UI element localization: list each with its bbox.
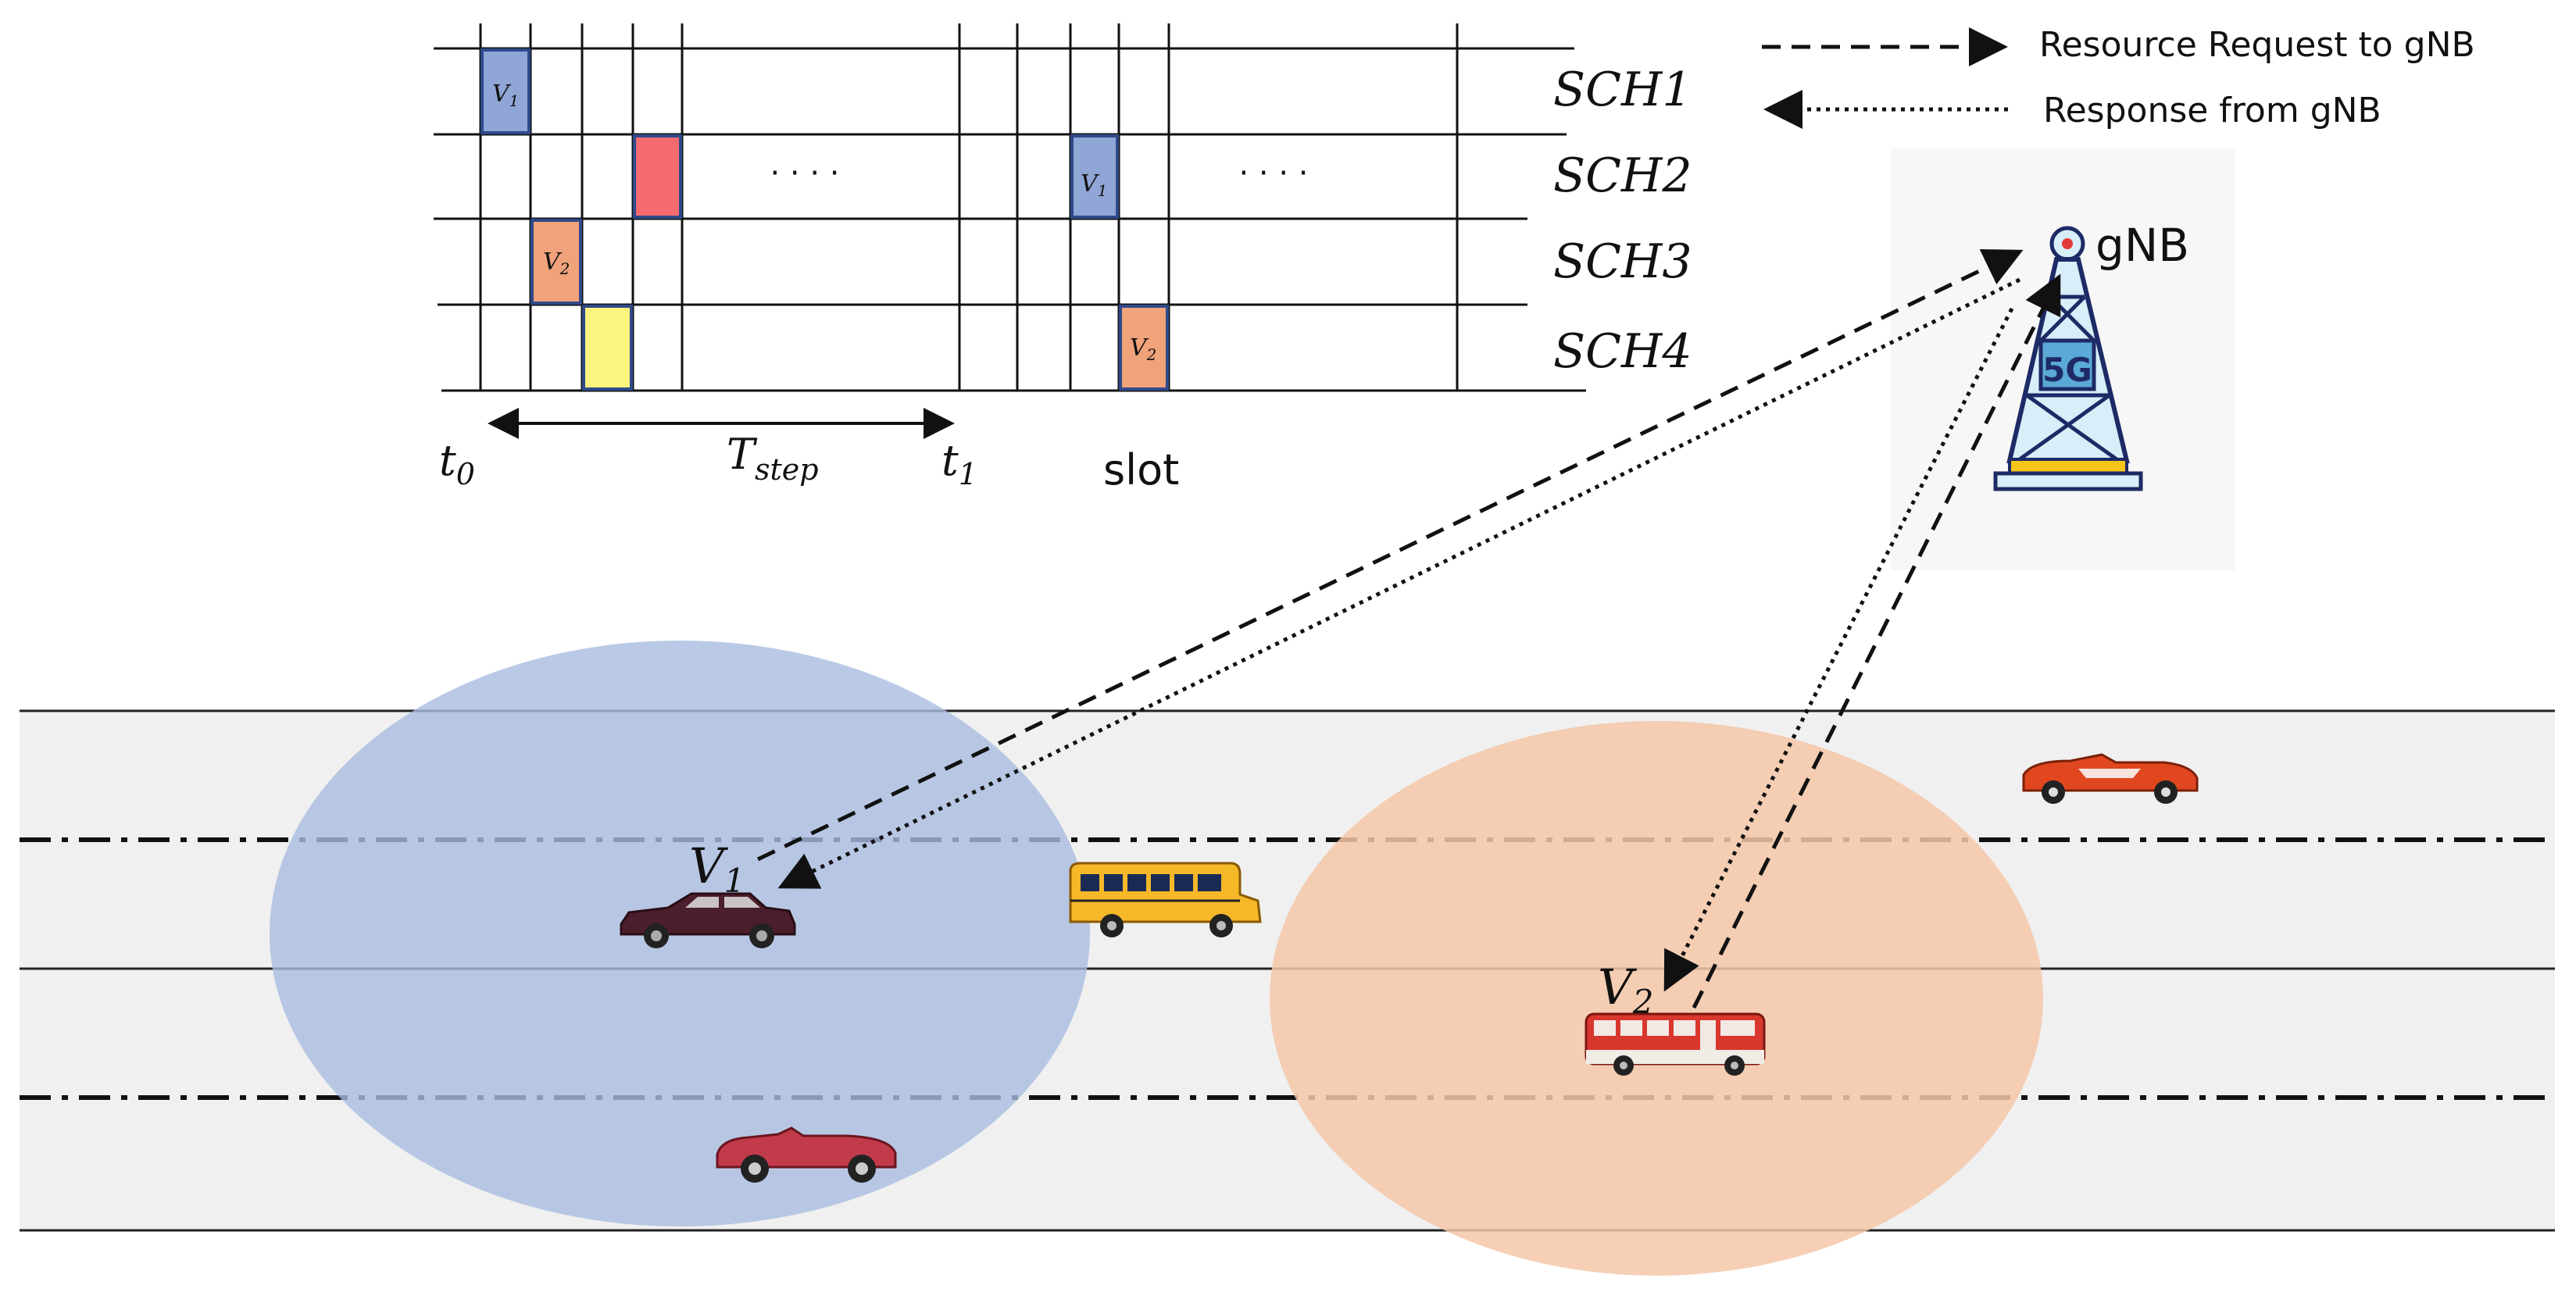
v1-request-arrow (756, 249, 2024, 862)
slot-v2-sch3 (531, 219, 582, 305)
slot-label-v2: V2 (543, 248, 570, 278)
city-bus-icon (1585, 1012, 1766, 1076)
legend: Resource Request to gNB Response from gN… (1762, 25, 2475, 130)
school-bus-icon (1069, 862, 1262, 937)
t1-label: t1 (941, 436, 977, 491)
slot-label: slot (1103, 445, 1179, 494)
gnb-tower-icon: 5G (1891, 148, 2235, 570)
v2-request-arrow (1692, 273, 2061, 1009)
channel-label: SCH2 (1553, 148, 1692, 203)
slot-red-sch2 (633, 134, 682, 219)
race-car-icon (2022, 753, 2199, 804)
v1-vehicle-label: V1 (689, 837, 745, 900)
legend-request-label: Resource Request to gNB (2039, 25, 2475, 65)
slot-v1-sch2 (1070, 134, 1119, 219)
slot-v2-sch4 (1119, 305, 1169, 391)
v2-vehicle-label: V2 (1598, 959, 1654, 1021)
slot-yellow-sch4 (582, 305, 633, 391)
channel-label: SCH4 (1553, 324, 1692, 379)
resource-grid: V1 V2 V1 V2 · · · · · · · · SCH1 SCH2 SC… (434, 23, 1692, 494)
channel-label: SCH1 (1553, 62, 1692, 117)
v2-coverage-zone (1270, 721, 2043, 1276)
red-roadster-icon (716, 1126, 897, 1183)
slot-label-v1: V1 (1081, 170, 1107, 200)
tstep-label: Tstep (727, 430, 819, 487)
sedan-car-icon (620, 892, 796, 948)
legend-response-label: Response from gNB (2043, 91, 2381, 130)
slot-label-v1: V1 (492, 80, 519, 110)
t0-label: t0 (439, 436, 475, 491)
gnb-label: gNB (2095, 219, 2189, 272)
slot-label-v2: V2 (1130, 334, 1156, 364)
grid-ellipsis: · · · · (1238, 155, 1308, 191)
grid-ellipsis: · · · · (770, 155, 839, 191)
gnb-5g-label: 5G (2042, 351, 2092, 389)
slot-v1-sch1 (481, 48, 531, 134)
channel-label: SCH3 (1553, 234, 1692, 289)
